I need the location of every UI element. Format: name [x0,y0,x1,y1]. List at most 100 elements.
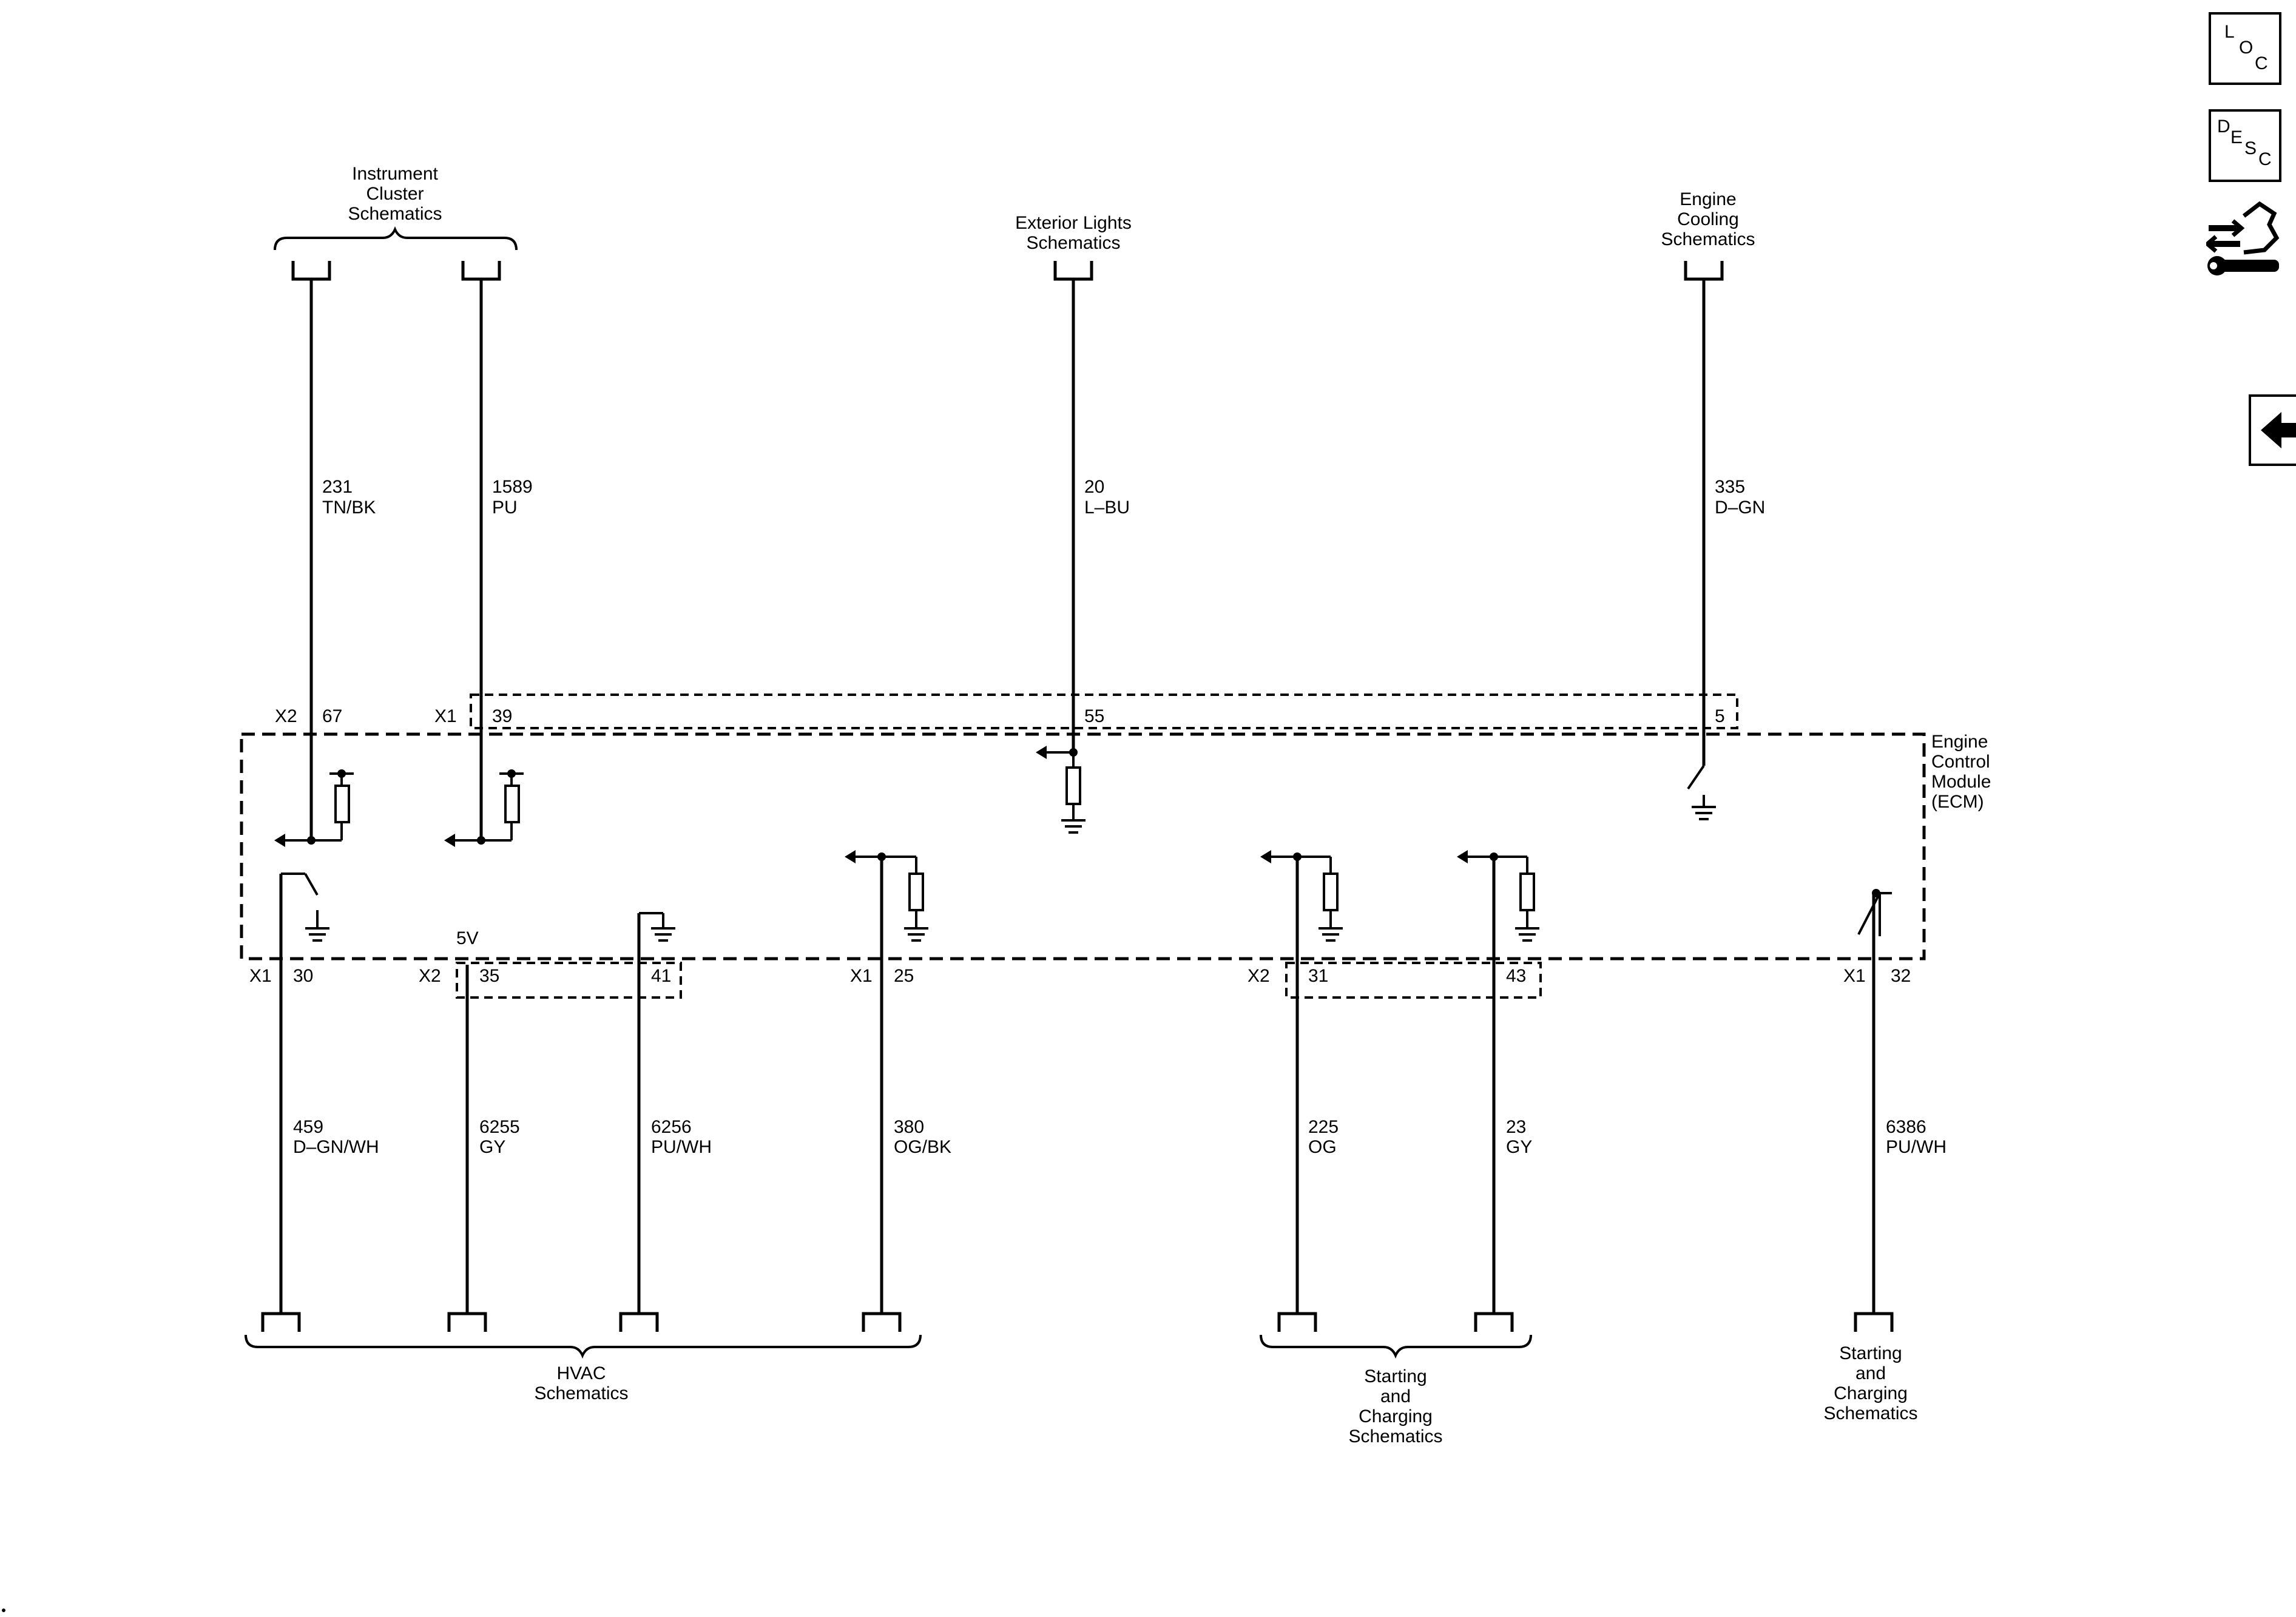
pin-31: 31 [1308,966,1328,986]
circuit-number-459: 459 [293,1117,323,1137]
back-arrow-icon [2261,412,2296,448]
svg-text:Charging: Charging [1359,1406,1433,1426]
svg-text:Schematics: Schematics [1823,1403,1917,1423]
circuit-color-225: OG [1308,1137,1337,1157]
low-side-switch-5 [1687,765,1716,820]
ecm-label-line2: Control [1931,752,1990,772]
svg-text:Charging: Charging [1834,1383,1908,1403]
pin-5: 5 [1715,706,1725,726]
svg-text:and: and [1855,1363,1886,1383]
pulldown-resistor-25 [845,850,928,1001]
pin-32: 32 [1891,966,1911,986]
starting-charging-brace [1260,1334,1532,1359]
corner-mark [2,1609,5,1612]
svg-text:Exterior Lights: Exterior Lights [1015,213,1132,233]
ecm-label-line4: (ECM) [1931,792,1984,812]
connector-label-x2-top: X2 [275,706,297,726]
switch-32 [1857,889,1892,936]
svg-text:Cluster: Cluster [366,184,424,204]
exterior-lights-connector[interactable]: Exterior Lights Schematics [1015,213,1132,253]
svg-text:Schematics: Schematics [1348,1426,1442,1447]
desc-letter-e: E [2230,127,2243,147]
svg-text:Cooling: Cooling [1677,209,1739,229]
pulldown-resistor-55 [1036,746,1086,834]
circuit-number-1589: 1589 [492,477,533,497]
starting-charging-connector-b[interactable]: Starting and Charging Schematics [1823,1343,1917,1423]
circuit-number-6386: 6386 [1886,1117,1926,1137]
pulldown-resistor-43 [1457,850,1539,1001]
circuit-number-231: 231 [322,477,353,497]
hvac-brace [245,1334,922,1359]
svg-text:Starting: Starting [1364,1366,1427,1386]
circuit-color-1589: PU [492,498,518,518]
svg-text:and: and [1380,1386,1411,1406]
terminal-x1-30 [261,1312,301,1332]
loc-letter-o: O [2239,38,2254,58]
loc-letter-c: C [2255,53,2268,73]
connector-repair-icon [2204,201,2280,275]
connector-repair-button[interactable] [2204,200,2283,282]
pullup-resistor-67 [274,769,354,847]
desc-button[interactable]: D E S C [2209,109,2281,182]
x2-connector-outline-starting [1285,962,1542,999]
back-button[interactable] [2249,394,2296,466]
svg-text:Schematics: Schematics [534,1383,628,1403]
terminal-x1-25 [862,1312,902,1332]
pulldown-resistor-31 [1260,850,1343,1001]
connector-label-x1-32: X1 [1843,966,1866,986]
connector-label-x1-30: X1 [249,966,272,986]
circuit-color-459: D–GN/WH [293,1137,379,1157]
instrument-cluster-brace [274,226,518,251]
terminal-55 [1053,261,1093,281]
pin-43: 43 [1506,966,1526,986]
circuit-color-231: TN/BK [322,498,376,518]
desc-letter-s: S [2244,138,2257,158]
svg-text:HVAC: HVAC [556,1363,606,1383]
terminal-x1-39 [461,261,501,281]
connector-label-x1-top: X1 [434,706,457,726]
voltage-reference-label: 5V [456,928,479,948]
circuit-number-6255: 6255 [479,1117,520,1137]
engine-cooling-connector[interactable]: Engine Cooling Schematics [1661,189,1755,249]
terminal-x1-32 [1854,1312,1894,1332]
circuit-color-335: D–GN [1715,498,1765,518]
connector-label-x2-31: X2 [1248,966,1270,986]
instrument-cluster-connector[interactable]: Instrument Cluster Schematics [274,164,518,251]
ecm-module-outline [240,732,1926,960]
desc-letter-d: D [2217,116,2230,137]
terminal-x2-35 [447,1312,487,1332]
ground-41 [637,912,675,1001]
pullup-resistor-39 [444,769,524,847]
terminal-41 [619,1312,659,1332]
circuit-color-6255: GY [479,1137,505,1157]
starting-charging-connector-a[interactable]: Starting and Charging Schematics [1348,1366,1442,1447]
svg-text:Engine: Engine [1680,189,1736,209]
svg-text:Starting: Starting [1839,1343,1902,1363]
pin-30: 30 [293,966,313,986]
svg-text:Schematics: Schematics [348,204,442,224]
terminal-x2-67 [291,261,331,281]
pin-41: 41 [651,966,671,986]
pin-39: 39 [492,706,512,726]
pin-35: 35 [479,966,499,986]
ecm-label-line3: Module [1931,772,1991,792]
circuit-number-6256: 6256 [651,1117,692,1137]
switch-to-ground-30 [279,873,329,1001]
circuit-number-225: 225 [1308,1117,1339,1137]
circuit-number-23: 23 [1506,1117,1526,1137]
x2-connector-outline-hvac [456,962,682,999]
svg-text:Schematics: Schematics [1661,229,1755,249]
terminal-x2-31 [1277,1312,1317,1332]
loc-button[interactable]: L O C [2209,12,2281,85]
desc-letter-c: C [2258,149,2272,169]
hvac-connector[interactable]: HVAC Schematics [534,1363,628,1403]
terminal-43 [1474,1312,1514,1332]
circuit-color-20: L–BU [1084,498,1130,518]
pin-25: 25 [894,966,914,986]
connector-label-x2-35: X2 [419,966,441,986]
pin-55: 55 [1084,706,1104,726]
circuit-number-380: 380 [894,1117,924,1137]
terminal-5 [1684,261,1724,281]
circuit-color-23: GY [1506,1137,1532,1157]
